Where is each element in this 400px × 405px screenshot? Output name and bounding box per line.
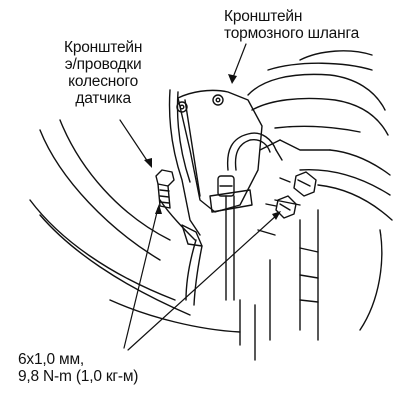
brake-hose	[217, 132, 283, 301]
bolt-spec-label-line2: 9,8 N-m (1,0 кг-м)	[18, 368, 139, 385]
leader-lines	[119, 43, 279, 351]
brake-hose-bracket-label-line1: Кронштейн	[224, 8, 303, 25]
bolt-spec-label-line1: 6x1,0 мм,	[18, 351, 85, 368]
sensor-wire-bracket-label-line1: Кронштейн	[64, 39, 143, 56]
sensor-wire-bracket	[159, 89, 203, 306]
brake-hose-bracket-label: Кронштейн тормозного шланга	[224, 8, 359, 42]
bolt-right-lower	[265, 195, 297, 219]
bolt-right-upper	[279, 171, 317, 197]
bolt-spec-label: 6x1,0 мм, 9,8 N-m (1,0 кг-м)	[18, 351, 138, 385]
sensor-wire-bracket-label-line2: э/проводки	[64, 56, 142, 73]
strut-assembly	[247, 50, 393, 341]
wheel-arcs	[29, 119, 276, 361]
leader-arrowheads	[144, 74, 281, 220]
brake-hose-bracket	[176, 89, 263, 213]
sensor-wire-bracket-label-line4: датчика	[75, 90, 131, 107]
sensor-wire-bracket-label: Кронштейн э/проводки колесного датчика	[64, 39, 142, 107]
brake-hose-bracket-label-line2: тормозного шланга	[224, 25, 359, 42]
sensor-wire-bracket-label-line3: колесного	[68, 73, 139, 90]
bolt-left	[155, 169, 175, 209]
